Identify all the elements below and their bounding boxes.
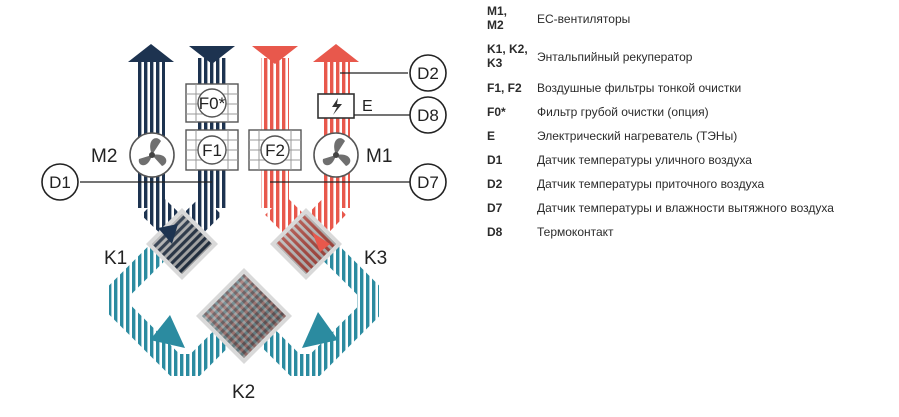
supply-arrow-left bbox=[252, 46, 298, 64]
legend-text: Энтальпийный рекуператор bbox=[537, 50, 693, 64]
legend-row-d2: D2 Датчик температуры приточного воздуха bbox=[487, 177, 764, 191]
fan-m2 bbox=[129, 132, 175, 178]
heater-e-label: E bbox=[362, 98, 373, 115]
sensor-d7-label: D7 bbox=[417, 173, 439, 192]
legend-row-e: E Электрический нагреватель (ТЭНы) bbox=[487, 129, 737, 143]
recuperator-k3-label: K3 bbox=[364, 248, 387, 269]
sensor-d7 bbox=[409, 163, 447, 201]
supply-arrow-right bbox=[313, 44, 359, 62]
legend-code: D7 bbox=[487, 201, 503, 215]
filter-f1-label: F1 bbox=[202, 141, 222, 160]
legend-code: M1, M2 bbox=[487, 4, 508, 32]
legend-text: Воздушные фильтры тонкой очистки bbox=[537, 81, 742, 95]
recuperator-k1-label: K1 bbox=[104, 248, 127, 269]
legend-code: F0* bbox=[487, 105, 506, 119]
filter-f0-label: F0* bbox=[199, 94, 226, 113]
sensor-d2 bbox=[409, 54, 447, 92]
filter-f2-label: F2 bbox=[265, 141, 285, 160]
k1-flow-arrow bbox=[158, 224, 178, 244]
outdoor-arrow-right bbox=[302, 312, 338, 348]
outdoor-arrow-left bbox=[150, 315, 185, 348]
legend-text: Датчик температуры приточного воздуха bbox=[537, 177, 765, 191]
recuperator-k3 bbox=[270, 208, 342, 280]
legend-row-k: K1, K2, K3 Энтальпийный рекуператор bbox=[487, 42, 692, 70]
recuperator-k1 bbox=[146, 208, 218, 280]
legend-text: Электрический нагреватель (ТЭНы) bbox=[537, 129, 738, 143]
recuperator-k2-label: K2 bbox=[232, 382, 255, 403]
electric-heater bbox=[317, 93, 355, 119]
legend-text: Датчик температуры уличного воздуха bbox=[537, 153, 752, 167]
recuperator-k2 bbox=[196, 268, 292, 364]
legend-code: D1 bbox=[487, 153, 503, 167]
legend-code: K1, K2, K3 bbox=[487, 42, 528, 70]
legend-row-f0: F0* Фильтр грубой очистки (опция) bbox=[487, 105, 709, 119]
legend-code: D8 bbox=[487, 225, 503, 239]
exhaust-arrow-right bbox=[189, 46, 235, 64]
legend-row-d1: D1 Датчик температуры уличного воздуха bbox=[487, 153, 752, 167]
legend-text: Датчик температуры и влажности вытяжного… bbox=[537, 201, 834, 215]
exhaust-arrow-left bbox=[128, 44, 174, 62]
legend-code: E bbox=[487, 129, 496, 143]
sensor-d8-label: D8 bbox=[417, 106, 439, 125]
sensor-d1 bbox=[41, 163, 79, 201]
fan-m1-label: M1 bbox=[366, 146, 392, 167]
sensor-d8 bbox=[409, 96, 447, 134]
legend-text: Фильтр грубой очистки (опция) bbox=[537, 105, 709, 119]
fan-m1 bbox=[313, 132, 359, 178]
filter-f2 bbox=[248, 129, 302, 171]
legend-text: ЕС-вентиляторы bbox=[537, 12, 631, 26]
legend-row-d7: D7 Датчик температуры и влажности вытяжн… bbox=[487, 201, 834, 215]
legend-row-d8: D8 Термоконтакт bbox=[487, 225, 614, 239]
sensor-d1-label: D1 bbox=[49, 173, 71, 192]
legend-row-f1-f2: F1, F2 Воздушные фильтры тонкой очистки bbox=[487, 81, 741, 95]
legend-row-m1-m2: M1, M2 ЕС-вентиляторы bbox=[487, 4, 630, 32]
filter-f1 bbox=[185, 129, 239, 171]
lightning-icon bbox=[332, 98, 342, 115]
ventilation-scheme-diagram: F0* F1 F2 D1 D7 D2 D8 M2 M1 K1 K3 K2 E bbox=[41, 44, 447, 403]
k3-flow-arrow bbox=[312, 232, 330, 252]
sensor-d2-label: D2 bbox=[417, 64, 439, 83]
sensor-lines bbox=[80, 72, 410, 183]
legend-code: F1, F2 bbox=[487, 81, 522, 95]
filter-f0 bbox=[185, 83, 239, 123]
legend-text: Термоконтакт bbox=[537, 225, 614, 239]
legend-code: D2 bbox=[487, 177, 503, 191]
fan-m2-label: M2 bbox=[91, 146, 117, 167]
